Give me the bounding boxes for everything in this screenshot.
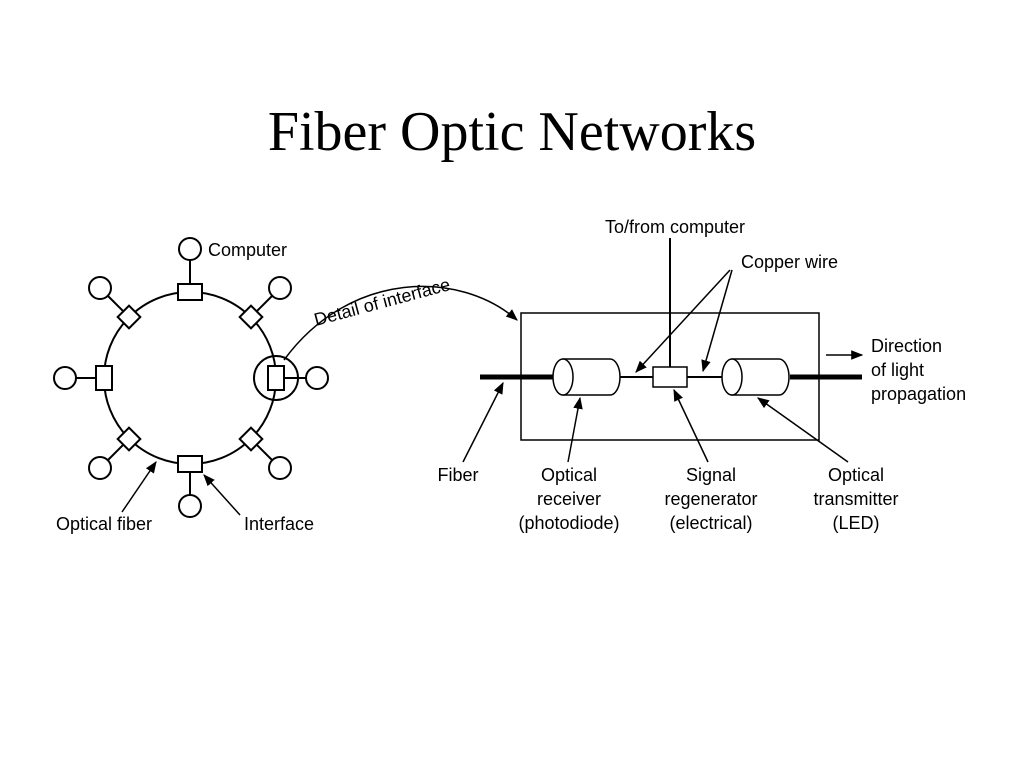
ring-node-top-left	[88, 276, 142, 330]
fiber-arrow	[462, 381, 504, 463]
regenerator-label-3: (electrical)	[669, 513, 752, 533]
fiber-label: Fiber	[437, 465, 478, 485]
optical-receiver	[552, 358, 621, 396]
computer-label: Computer	[208, 240, 287, 260]
ring-node-top	[177, 237, 203, 301]
receiver-label-3: (photodiode)	[518, 513, 619, 533]
copper-arrow-right	[701, 269, 733, 373]
ring-node-top-right	[238, 276, 292, 330]
optical-transmitter	[721, 358, 790, 396]
copper-wire-label: Copper wire	[741, 252, 838, 272]
optical-fiber-label: Optical fiber	[56, 514, 152, 534]
ring-network	[53, 237, 329, 518]
copper-arrow-left	[635, 269, 731, 373]
ring-node-left	[53, 365, 113, 391]
transmitter-arrow	[757, 397, 849, 463]
receiver-label-1: Optical	[541, 465, 597, 485]
ring-node-bottom-left	[88, 426, 142, 480]
detail-curve-arrow	[283, 285, 518, 361]
optical-fiber-arrow	[121, 461, 157, 513]
receiver-arrow	[567, 396, 583, 463]
transmitter-label-2: transmitter	[813, 489, 898, 509]
ring-node-bottom-right	[238, 426, 292, 480]
interface-arrow	[203, 474, 241, 516]
receiver-label-2: receiver	[537, 489, 601, 509]
ring-node-bottom	[177, 455, 203, 518]
direction-label-1: Direction	[871, 336, 942, 356]
interface-detail	[480, 238, 862, 441]
regenerator-label-2: regenerator	[664, 489, 757, 509]
slide-title: Fiber Optic Networks	[267, 101, 757, 163]
signal-regenerator	[652, 366, 688, 388]
regenerator-arrow	[673, 388, 709, 463]
direction-label-3: propagation	[871, 384, 966, 404]
regenerator-label-1: Signal	[686, 465, 736, 485]
transmitter-label-3: (LED)	[832, 513, 879, 533]
to-from-computer-label: To/from computer	[605, 217, 745, 237]
transmitter-label-1: Optical	[828, 465, 884, 485]
detail-of-interface-label: Detail of interface	[312, 274, 452, 330]
interface-label: Interface	[244, 514, 314, 534]
direction-label-2: of light	[871, 360, 924, 380]
ring-node-right	[253, 355, 329, 401]
